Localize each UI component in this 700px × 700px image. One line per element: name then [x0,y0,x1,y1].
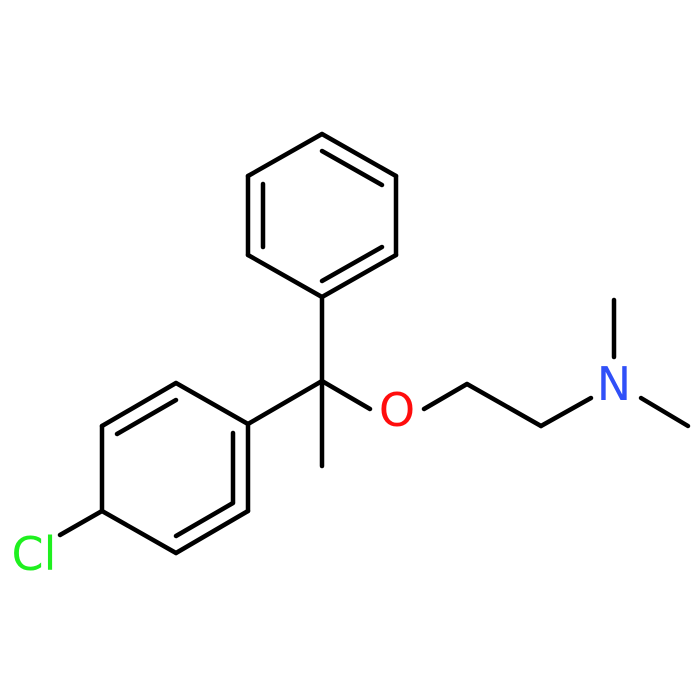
bond-phenyl-4 [245,252,325,300]
bond-ring-to-cl [57,508,105,538]
phenyl-ring [245,131,399,300]
bond-phenyl-6 [245,131,325,179]
chlorophenyl-ring [99,380,251,556]
bond-phenyl-1 [319,131,399,179]
bond-center-to-o [319,378,373,412]
bond-phenyl-3 [319,252,399,300]
atom-label-chlorine: Cl [12,527,57,581]
bond-clph-4 [99,508,179,556]
bond-clph-5 [173,508,251,556]
bond-clph-inner-1 [114,397,179,437]
bond-ch2-to-n [538,395,594,429]
bond-phenyl-inner-1 [319,148,385,188]
atom-label-nitrogen: N [597,357,631,411]
atom-label-oxygen: O [379,383,415,437]
bond-o-to-ch2 [421,381,470,412]
bond-ch2-ch2 [464,381,544,429]
bond-center-to-chlorophenyl [245,378,325,427]
bond-n-methyl-right [638,395,691,429]
bond-phenyl-inner-2 [319,244,385,284]
bond-clph-inner-2 [173,500,236,539]
bond-clph-2 [99,380,179,429]
bond-clph-1 [173,380,251,427]
